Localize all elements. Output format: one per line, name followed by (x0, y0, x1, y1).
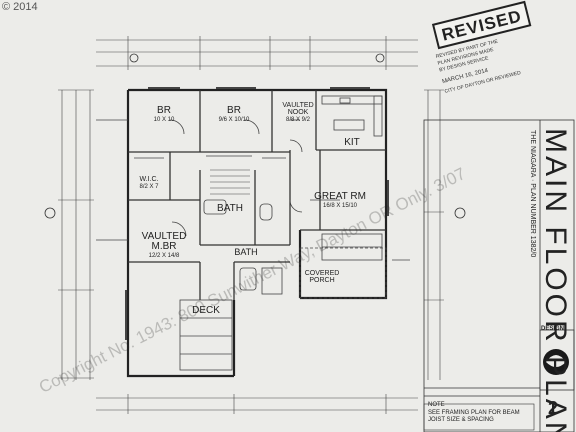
room-bath: BATH (217, 203, 243, 214)
room-kitchen: KIT (344, 137, 360, 148)
sheet-number: 2 (548, 398, 559, 418)
firm-name: DESIGN (541, 326, 565, 332)
room-bedroom-1: BR 10 X 10 (153, 105, 175, 124)
plan-name: THE NIAGARA · PLAN NUMBER 1382/0 (529, 130, 536, 258)
room-walk-in-closet: W.I.C. 8/2 X 7 (139, 176, 159, 190)
room-master-bedroom: VAULTED M.BR 12/2 X 14/8 (141, 231, 187, 260)
room-nook: VAULTED NOOK 8/8 X 9/2 (282, 102, 314, 123)
room-bath-2: BATH (234, 247, 258, 257)
sheet-title: MAIN FLOOR PLAN (539, 128, 572, 432)
room-covered-porch: COVERED PORCH (304, 270, 340, 284)
room-great-room: GREAT RM 16/8 X 15/10 (314, 191, 366, 210)
copyright-year: © 2014 (2, 1, 38, 13)
room-deck: DECK (192, 305, 220, 316)
room-bedroom-2: BR 9/6 X 10/10 (218, 105, 250, 124)
framing-note: NOTE SEE FRAMING PLAN FOR BEAM JOIST SIZ… (428, 402, 520, 423)
